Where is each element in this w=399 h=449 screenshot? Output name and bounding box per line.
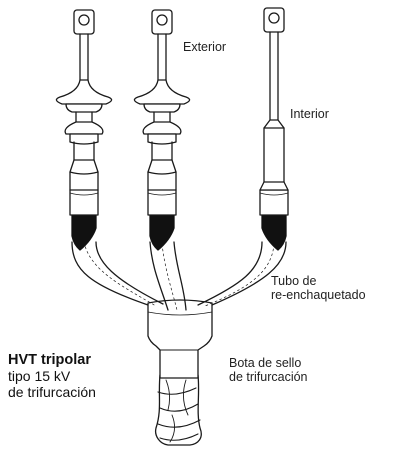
diagram-title: HVT tripolar tipo 15 kV de trifurcación bbox=[8, 352, 96, 400]
trifurcation-boot bbox=[147, 299, 213, 379]
exterior-terminal-left bbox=[55, 9, 113, 191]
title-line3: de trifurcación bbox=[8, 384, 96, 400]
label-exterior-text: Exterior bbox=[183, 40, 227, 54]
interior-terminal-right bbox=[259, 7, 289, 191]
title-line2: tipo 15 kV bbox=[8, 368, 71, 384]
cable-sheaths bbox=[71, 214, 287, 251]
label-bota-line2: de trifurcación bbox=[229, 370, 308, 384]
label-bota-line1: Bota de sello bbox=[229, 356, 302, 370]
label-tubo-line2: re-enchaquetado bbox=[271, 288, 366, 302]
label-exterior: Exterior bbox=[183, 40, 226, 54]
ferrules bbox=[69, 189, 289, 216]
cable-bundle bbox=[154, 374, 202, 446]
label-interior: Interior bbox=[290, 107, 329, 121]
label-tubo-line1: Tubo de bbox=[271, 274, 317, 288]
exterior-terminal-middle bbox=[133, 9, 191, 191]
label-interior-text: Interior bbox=[290, 107, 329, 121]
rejacketing-tubes bbox=[71, 241, 287, 311]
title-line1: HVT tripolar bbox=[8, 352, 91, 368]
label-seal-boot: Bota de sello de trifurcación bbox=[229, 356, 308, 384]
label-rejacketing-tube: Tubo de re-enchaquetado bbox=[271, 274, 366, 302]
